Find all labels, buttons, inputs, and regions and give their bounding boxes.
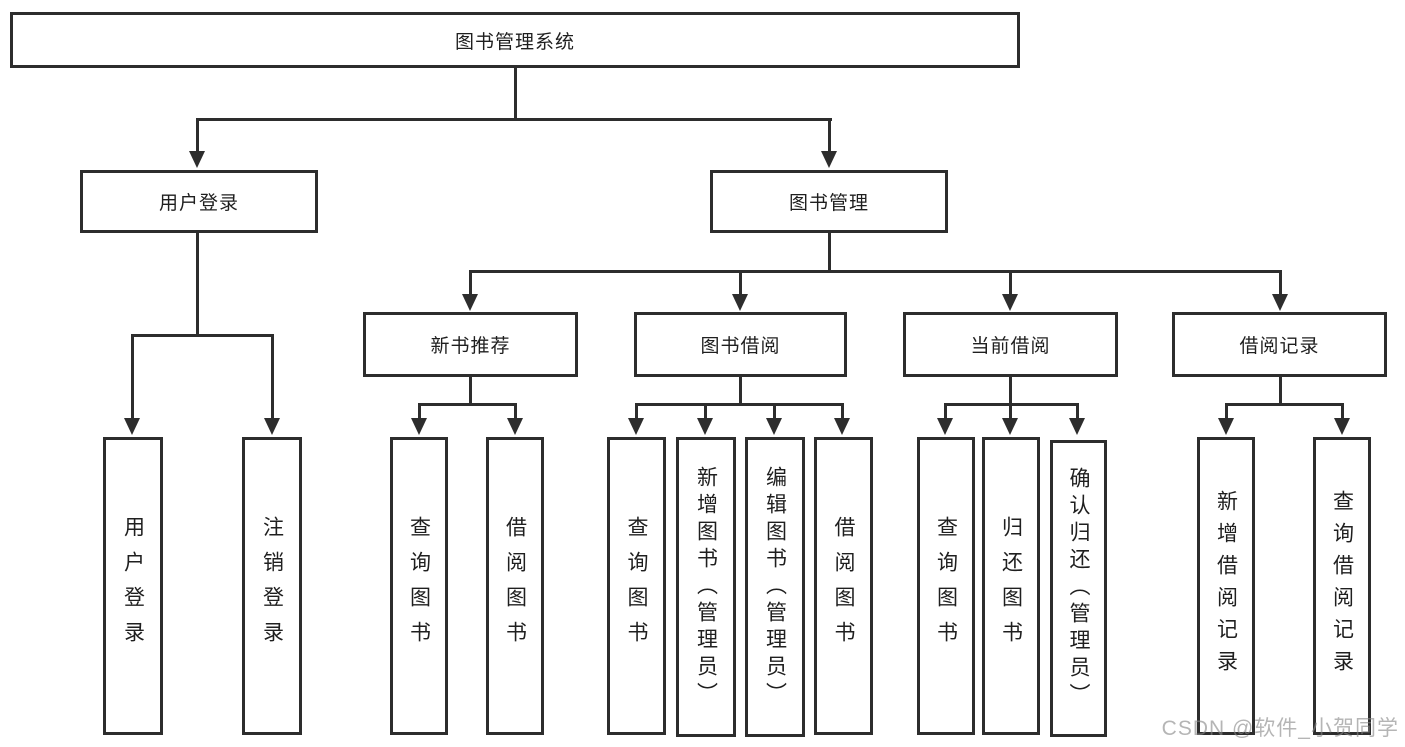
- leaf-label: 新增借阅记录: [1214, 490, 1238, 682]
- connector-arrow-stem-leaf-logout: [271, 334, 274, 420]
- node-borrow-records: 借阅记录: [1172, 312, 1387, 377]
- leaf-query-book-1: 查询图书: [390, 437, 448, 735]
- connector-root-stem: [514, 68, 517, 121]
- arrow-down-edit-book: [766, 418, 782, 435]
- leaf-add-borrow-record: 新增借阅记录: [1197, 437, 1255, 735]
- connector-book-borrow-branch: [635, 403, 844, 406]
- connector-user-login-stem: [196, 233, 199, 337]
- connector-arrow-stem-add-book: [704, 403, 707, 421]
- connector-arrow-stem-new-book: [469, 270, 472, 296]
- leaf-label: 查询图书: [934, 516, 958, 656]
- connector-borrow-records-stem: [1279, 377, 1282, 406]
- leaf-user-login: 用户登录: [103, 437, 163, 735]
- connector-arrow-stem-return-book: [1009, 403, 1012, 421]
- connector-user-login-branch: [132, 334, 274, 337]
- arrow-down-book-borrow: [732, 294, 748, 311]
- node-book-management: 图书管理: [710, 170, 948, 233]
- leaf-label: 借阅图书: [503, 516, 527, 656]
- arrow-down-leaf-logout: [264, 418, 280, 435]
- connector-arrow-stem-query-book-3: [944, 403, 947, 421]
- arrow-down-add-book: [697, 418, 713, 435]
- leaf-label: 查询图书: [625, 516, 648, 656]
- leaf-borrow-book-1: 借阅图书: [486, 437, 544, 735]
- leaf-label: 查询图书: [407, 516, 431, 656]
- leaf-borrow-book-2: 借阅图书: [814, 437, 873, 735]
- leaf-label: 注销登录: [260, 516, 284, 656]
- node-current-borrow: 当前借阅: [903, 312, 1118, 377]
- leaf-label: 编辑图书（管理员）: [763, 465, 787, 709]
- leaf-query-book-2: 查询图书: [607, 437, 666, 735]
- connector-book-borrow-stem: [739, 377, 742, 406]
- arrow-down-return-book: [1002, 418, 1018, 435]
- arrow-down-user-login: [189, 151, 205, 168]
- connector-arrow-stem-book-management: [828, 118, 831, 154]
- leaf-label: 查询借阅记录: [1330, 490, 1354, 682]
- connector-arrow-stem-edit-book: [773, 403, 776, 421]
- connector-arrow-stem-borrow-book-1: [514, 403, 517, 421]
- node-user-login: 用户登录: [80, 170, 318, 233]
- connector-new-book-branch: [418, 403, 517, 406]
- arrow-down-new-book-recommend: [462, 294, 478, 311]
- leaf-label: 新增图书（管理员）: [694, 465, 718, 709]
- leaf-add-book-admin: 新增图书（管理员）: [676, 437, 736, 737]
- leaf-return-book: 归还图书: [982, 437, 1040, 735]
- connector-arrow-stem-confirm-return: [1076, 403, 1079, 421]
- node-library-system: 图书管理系统: [10, 12, 1020, 68]
- connector-arrow-stem-book-borrow: [739, 270, 742, 296]
- connector-arrow-stem-add-record: [1225, 403, 1228, 421]
- connector-book-management-stem: [828, 233, 831, 273]
- arrow-down-query-record: [1334, 418, 1350, 435]
- connector-arrow-stem-borrow-book-2: [841, 403, 844, 421]
- leaf-confirm-return-admin: 确认归还（管理员）: [1050, 440, 1107, 737]
- node-book-borrow: 图书借阅: [634, 312, 847, 377]
- arrow-down-query-book-2: [628, 418, 644, 435]
- connector-borrow-records-branch: [1225, 403, 1344, 406]
- leaf-label: 用户登录: [121, 516, 145, 656]
- leaf-query-borrow-record: 查询借阅记录: [1313, 437, 1371, 735]
- arrow-down-borrow-book-2: [834, 418, 850, 435]
- csdn-watermark: CSDN @软件_小贺同学: [1161, 717, 1399, 740]
- arrow-down-borrow-records: [1272, 294, 1288, 311]
- leaf-query-book-3: 查询图书: [917, 437, 975, 735]
- connector-level3-branch: [469, 270, 1282, 273]
- arrow-down-leaf-user-login: [124, 418, 140, 435]
- connector-arrow-stem-user-login: [196, 118, 199, 154]
- leaf-label: 确认归还（管理员）: [1067, 467, 1090, 710]
- connector-level2-branch: [196, 118, 832, 121]
- arrow-down-query-book-1: [411, 418, 427, 435]
- connector-arrow-stem-query-record: [1341, 403, 1344, 421]
- arrow-down-confirm-return: [1069, 418, 1085, 435]
- connector-arrow-stem-leaf-user-login: [131, 334, 134, 420]
- leaf-logout: 注销登录: [242, 437, 302, 735]
- arrow-down-current-borrow: [1002, 294, 1018, 311]
- connector-arrow-stem-query-book-2: [635, 403, 638, 421]
- connector-new-book-stem: [469, 377, 472, 406]
- arrow-down-query-book-3: [937, 418, 953, 435]
- connector-arrow-stem-query-book-1: [418, 403, 421, 421]
- connector-arrow-stem-current-borrow: [1009, 270, 1012, 296]
- arrow-down-add-record: [1218, 418, 1234, 435]
- connector-current-borrow-stem: [1009, 377, 1012, 406]
- arrow-down-book-management: [821, 151, 837, 168]
- leaf-label: 归还图书: [999, 516, 1023, 656]
- node-new-book-recommend: 新书推荐: [363, 312, 578, 377]
- leaf-label: 借阅图书: [832, 516, 855, 656]
- arrow-down-borrow-book-1: [507, 418, 523, 435]
- leaf-edit-book-admin: 编辑图书（管理员）: [745, 437, 805, 737]
- connector-arrow-stem-borrow-records: [1279, 270, 1282, 296]
